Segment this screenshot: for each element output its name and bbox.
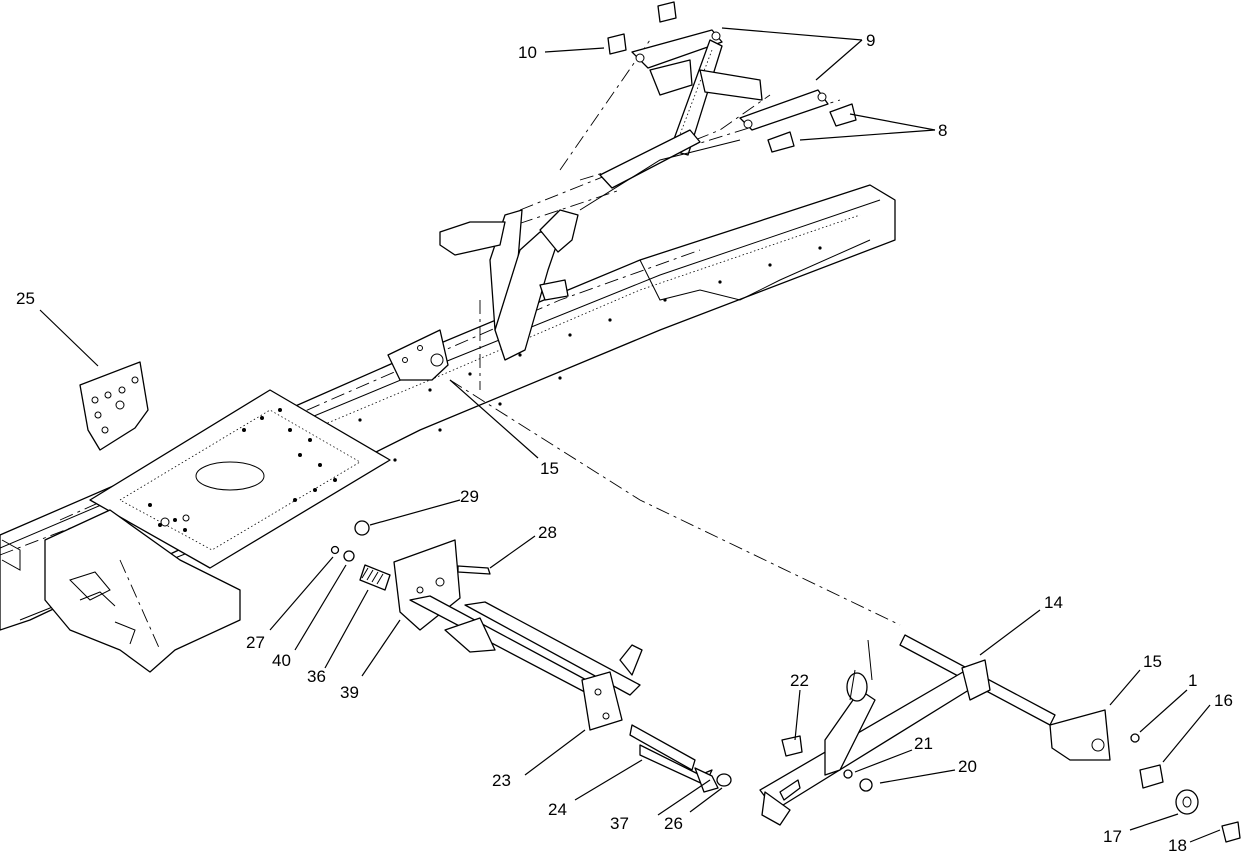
frame-holes [238, 246, 822, 472]
callout-28: 28 [538, 523, 557, 542]
lift-shaft-assembly [759, 634, 1056, 826]
mounting-plate-15-upper [387, 329, 449, 381]
callout-37: 37 [610, 814, 629, 833]
callout-8: 8 [938, 121, 947, 140]
callout-16: 16 [1214, 691, 1233, 710]
callout-20: 20 [958, 757, 977, 776]
axis-line [449, 379, 901, 626]
callout-1: 1 [1188, 671, 1197, 690]
callout-17: 17 [1103, 827, 1122, 846]
callout-9: 9 [866, 31, 875, 50]
mounting-plate-25 [79, 361, 149, 451]
callout-labels: 1 8 9 10 14 15 15 16 17 18 20 21 22 23 2… [16, 31, 1233, 855]
callout-36: 36 [307, 667, 326, 686]
callout-15-right: 15 [1143, 652, 1162, 671]
upper-lift-assembly [439, 1, 857, 390]
callout-27: 27 [246, 633, 265, 652]
callout-18: 18 [1168, 836, 1187, 855]
callout-21: 21 [914, 734, 933, 753]
callout-22: 22 [790, 671, 809, 690]
leader-lines [39, 27, 1221, 843]
right-bracket-assembly [1049, 709, 1241, 843]
callout-24: 24 [548, 800, 567, 819]
callout-23: 23 [492, 771, 511, 790]
callout-29: 29 [460, 487, 479, 506]
callout-40: 40 [272, 651, 291, 670]
callout-25: 25 [16, 289, 35, 308]
deck-plate [89, 389, 391, 569]
callout-15-upper: 15 [540, 459, 559, 478]
callout-10: 10 [518, 43, 537, 62]
callout-39: 39 [340, 683, 359, 702]
lower-linkage [409, 595, 732, 793]
callout-14: 14 [1044, 593, 1063, 612]
callout-26: 26 [664, 814, 683, 833]
lower-housing [1, 509, 241, 673]
